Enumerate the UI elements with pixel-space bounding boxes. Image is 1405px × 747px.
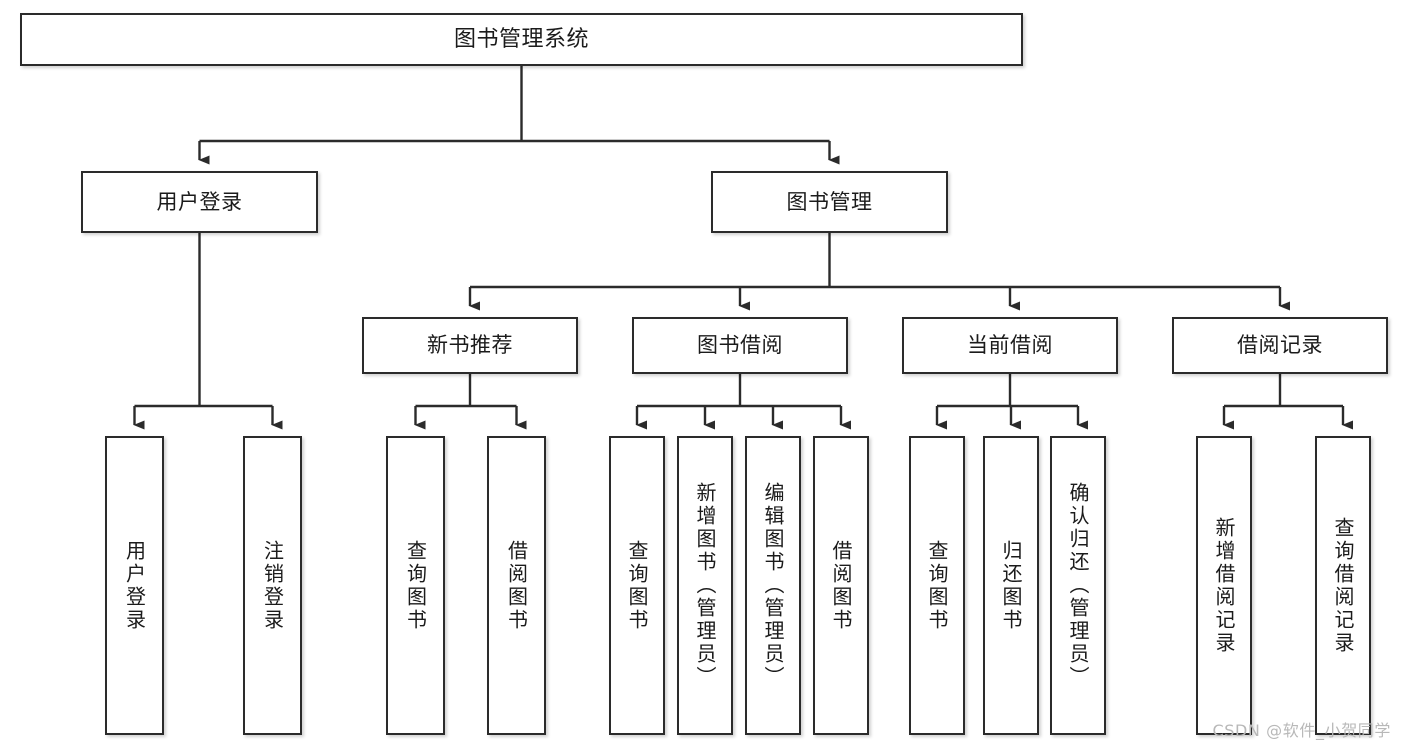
node-label: 当前借阅 [967, 333, 1053, 358]
node-borrow-record[interactable]: 借阅记录 [1172, 317, 1388, 374]
node-leaf-query-record[interactable]: 查询借阅记录 [1315, 436, 1371, 735]
node-label: 用户登录 [122, 539, 147, 632]
node-leaf-borrow-book-1[interactable]: 借阅图书 [487, 436, 546, 735]
node-label: 查询图书 [625, 539, 649, 632]
node-root[interactable]: 图书管理系统 [20, 13, 1023, 66]
node-leaf-query-book-2[interactable]: 查询图书 [609, 436, 665, 735]
node-leaf-add-record[interactable]: 新增借阅记录 [1196, 436, 1252, 735]
node-label: 确认归还（管理员） [1066, 482, 1090, 689]
node-label: 图书管理系统 [453, 26, 589, 52]
node-leaf-add-book[interactable]: 新增图书（管理员） [677, 436, 733, 735]
node-leaf-user-login[interactable]: 用户登录 [105, 436, 164, 735]
node-leaf-borrow-book-2[interactable]: 借阅图书 [813, 436, 869, 735]
node-leaf-return-book[interactable]: 归还图书 [983, 436, 1039, 735]
node-label: 借阅图书 [829, 539, 853, 632]
node-current-borrow[interactable]: 当前借阅 [902, 317, 1118, 374]
node-new-book-rec[interactable]: 新书推荐 [362, 317, 578, 374]
node-book-mgmt[interactable]: 图书管理 [711, 171, 948, 233]
node-label: 用户登录 [156, 189, 243, 214]
node-label: 新增图书（管理员） [693, 482, 717, 689]
node-label: 新增借阅记录 [1212, 516, 1236, 655]
node-label: 注销登录 [260, 539, 285, 632]
node-label: 编辑图书（管理员） [761, 482, 785, 689]
node-label: 查询图书 [925, 539, 949, 632]
edges-group [133, 66, 1353, 430]
node-leaf-query-book-1[interactable]: 查询图书 [386, 436, 445, 735]
node-book-borrow[interactable]: 图书借阅 [632, 317, 848, 374]
node-label: 查询图书 [403, 539, 428, 632]
node-user-login[interactable]: 用户登录 [81, 171, 318, 233]
node-label: 图书管理 [786, 189, 873, 214]
node-label: 借阅图书 [504, 539, 529, 632]
node-label: 图书借阅 [697, 333, 783, 358]
node-label: 借阅记录 [1237, 333, 1323, 358]
node-label: 归还图书 [999, 539, 1023, 632]
node-leaf-edit-book[interactable]: 编辑图书（管理员） [745, 436, 801, 735]
node-label: 查询借阅记录 [1331, 516, 1355, 655]
node-leaf-confirm-return[interactable]: 确认归还（管理员） [1050, 436, 1106, 735]
node-leaf-query-book-3[interactable]: 查询图书 [909, 436, 965, 735]
node-leaf-logout[interactable]: 注销登录 [243, 436, 302, 735]
node-label: 新书推荐 [427, 333, 513, 358]
